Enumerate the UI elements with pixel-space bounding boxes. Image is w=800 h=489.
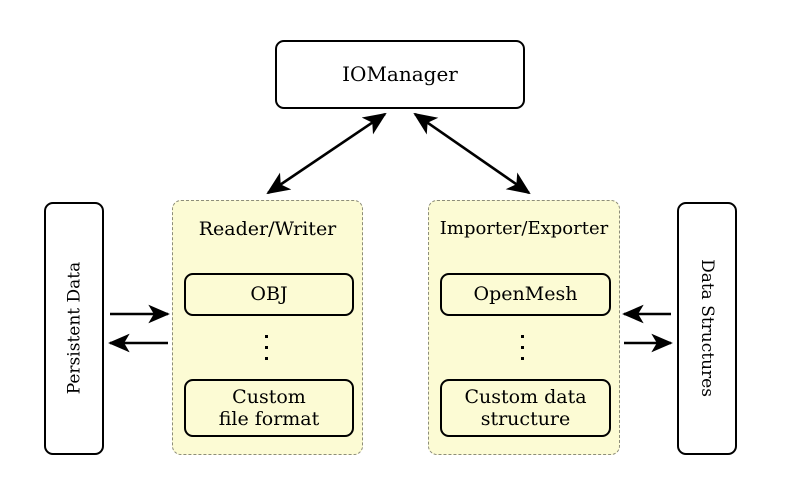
reader-writer-item-custom-file-format[interactable]: Custom file format	[184, 379, 354, 437]
reader-writer-ellipsis-icon	[264, 335, 271, 360]
persistent-data-label: Persistent Data	[63, 262, 84, 395]
importer-exporter-item-openmesh-label: OpenMesh	[473, 283, 578, 306]
iomanager-label: IOManager	[342, 61, 458, 86]
connector-manager-importer-exporter	[413, 112, 531, 195]
importer-exporter-item-custom-data-structure-label: Custom data structure	[464, 385, 587, 430]
importer-exporter-group[interactable]: Importer/Exporter OpenMesh Custom data s…	[428, 200, 620, 455]
importer-exporter-item-openmesh[interactable]: OpenMesh	[440, 273, 611, 316]
persistent-data-node[interactable]: Persistent Data	[44, 202, 104, 455]
data-structures-label: Data Structures	[697, 259, 718, 398]
reader-writer-item-obj-label: OBJ	[250, 283, 288, 306]
importer-exporter-title: Importer/Exporter	[439, 218, 609, 239]
reader-writer-item-obj[interactable]: OBJ	[184, 273, 354, 316]
reader-writer-group[interactable]: Reader/Writer OBJ Custom file format	[172, 200, 363, 455]
reader-writer-item-custom-file-format-label: Custom file format	[218, 385, 320, 430]
iomanager-node[interactable]: IOManager	[275, 40, 525, 109]
data-structures-node[interactable]: Data Structures	[677, 202, 737, 455]
connector-manager-reader-writer	[266, 112, 387, 195]
importer-exporter-ellipsis-icon	[521, 335, 527, 360]
reader-writer-title: Reader/Writer	[198, 218, 337, 240]
importer-exporter-item-custom-data-structure[interactable]: Custom data structure	[440, 379, 611, 437]
